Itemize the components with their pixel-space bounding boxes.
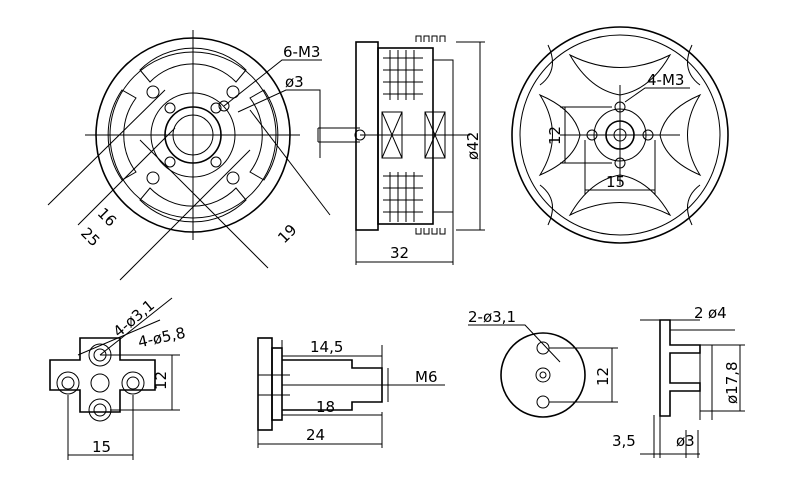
rear-dim-h: 15 bbox=[606, 173, 625, 191]
rear-dim-v: 12 bbox=[546, 126, 564, 145]
adapter-dim-b: 18 bbox=[316, 398, 335, 416]
side-length-label: 32 bbox=[390, 244, 409, 262]
front-holes-label: 6-M3 bbox=[283, 43, 320, 61]
side-view: ø42 32 bbox=[317, 35, 485, 265]
adapter-dim-c: 24 bbox=[306, 426, 325, 444]
front-view: 6-M3 ø3 16 25 19 bbox=[47, 30, 331, 281]
front-dim-b: 25 bbox=[77, 224, 103, 250]
front-shaft-label: ø3 bbox=[285, 73, 304, 91]
rear-holes-label: 4-M3 bbox=[647, 71, 684, 89]
disc-holes-label: 2-ø3,1 bbox=[468, 308, 516, 326]
adapter-view: 14,5 M6 18 24 bbox=[257, 337, 445, 448]
disc-dim-v: 12 bbox=[594, 367, 612, 386]
clamp-diameter-label: ø17,8 bbox=[723, 361, 741, 404]
adapter-thread-label: M6 bbox=[415, 368, 438, 386]
clamp-view: 2 ø4 ø17,8 3,5 ø3 bbox=[612, 304, 745, 458]
adapter-dim-a: 14,5 bbox=[310, 338, 343, 356]
clamp-left-label: 3,5 bbox=[612, 432, 636, 450]
mount-dim-h: 15 bbox=[92, 438, 111, 456]
mount-dim-v: 12 bbox=[152, 371, 170, 390]
disc-view: 2-ø3,1 12 bbox=[468, 308, 618, 418]
clamp-top-dia-label: ø4 bbox=[708, 304, 727, 322]
front-dim-a: 16 bbox=[94, 204, 120, 230]
mount-large-label: 4-ø5,8 bbox=[136, 324, 187, 352]
clamp-bottom-label: ø3 bbox=[676, 432, 695, 450]
front-dim-c: 19 bbox=[274, 221, 300, 247]
clamp-top-label: 2 bbox=[694, 304, 704, 322]
rear-view: 4-M3 12 15 bbox=[511, 26, 729, 244]
mount-view: 4-ø3,1 4-ø5,8 12 15 bbox=[49, 296, 187, 460]
side-diameter-label: ø42 bbox=[464, 132, 482, 160]
